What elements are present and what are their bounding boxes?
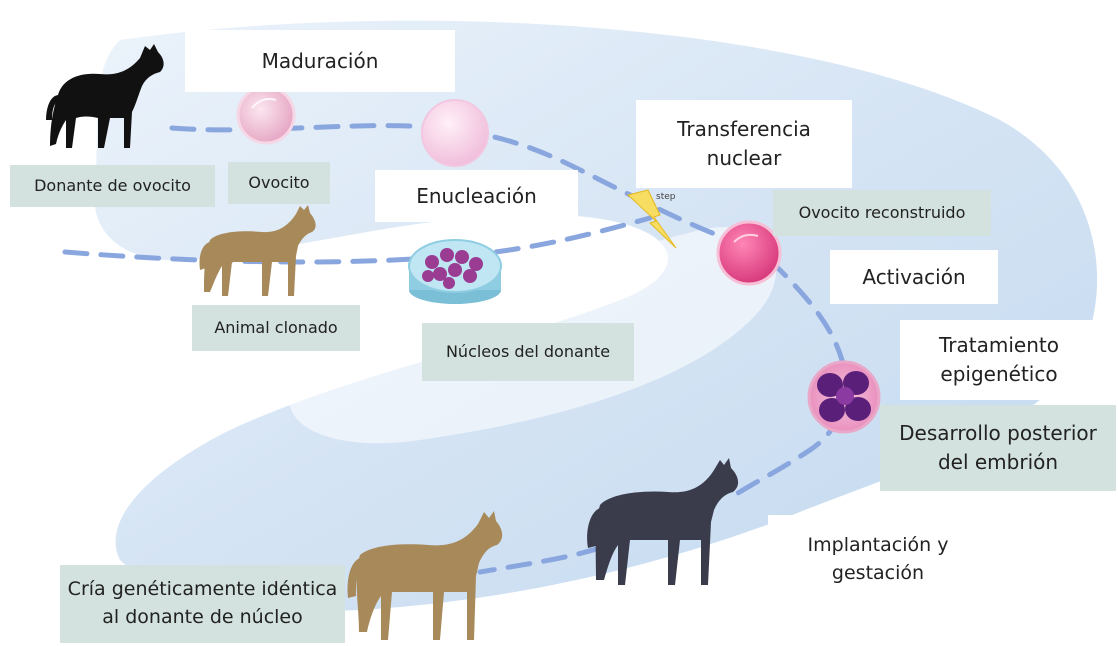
label-cria-identica: Cría genéticamente idéntica al donante d… [60, 565, 345, 643]
label-nucleos-donante: Núcleos del donante [422, 323, 634, 381]
reconstructed-oocyte-icon [718, 222, 780, 284]
step-label: step [656, 192, 675, 202]
label-desarrollo-embrion: Desarrollo posterior del embrión [880, 405, 1116, 491]
label-tratamiento-epigenetico: Tratamiento epigenético [900, 320, 1098, 400]
oocyte-icon [238, 87, 294, 143]
label-implantacion-line1: Implantación y [808, 532, 949, 560]
label-ovocito-reconstruido: Ovocito reconstruido [773, 190, 991, 236]
label-cria-line2: al donante de núcleo [102, 604, 302, 632]
label-maduracion: Maduración [185, 30, 455, 92]
label-activacion: Activación [830, 250, 998, 304]
label-desarrollo-line2: del embrión [938, 448, 1058, 477]
label-transferencia-nuclear: Transferencia nuclear [636, 100, 852, 188]
label-tratamiento-line2: epigenético [940, 360, 1057, 389]
label-animal-clonado: Animal clonado [192, 305, 360, 351]
label-ovocito: Ovocito [228, 162, 330, 204]
embryo-icon [809, 362, 879, 432]
label-transferencia-line2: nuclear [707, 144, 782, 173]
label-cria-line1: Cría genéticamente idéntica [68, 576, 338, 604]
petri-dish-icon [409, 240, 501, 304]
label-enucleacion: Enucleación [375, 170, 578, 222]
label-tratamiento-line1: Tratamiento [939, 331, 1059, 360]
label-transferencia-line1: Transferencia [677, 115, 811, 144]
matured-oocyte-icon [422, 100, 488, 166]
label-implantacion-gestacion: Implantación y gestación [768, 515, 988, 605]
label-desarrollo-line1: Desarrollo posterior [899, 419, 1097, 448]
label-donante-ovocito: Donante de ovocito [10, 165, 215, 207]
label-implantacion-line2: gestación [832, 560, 924, 588]
